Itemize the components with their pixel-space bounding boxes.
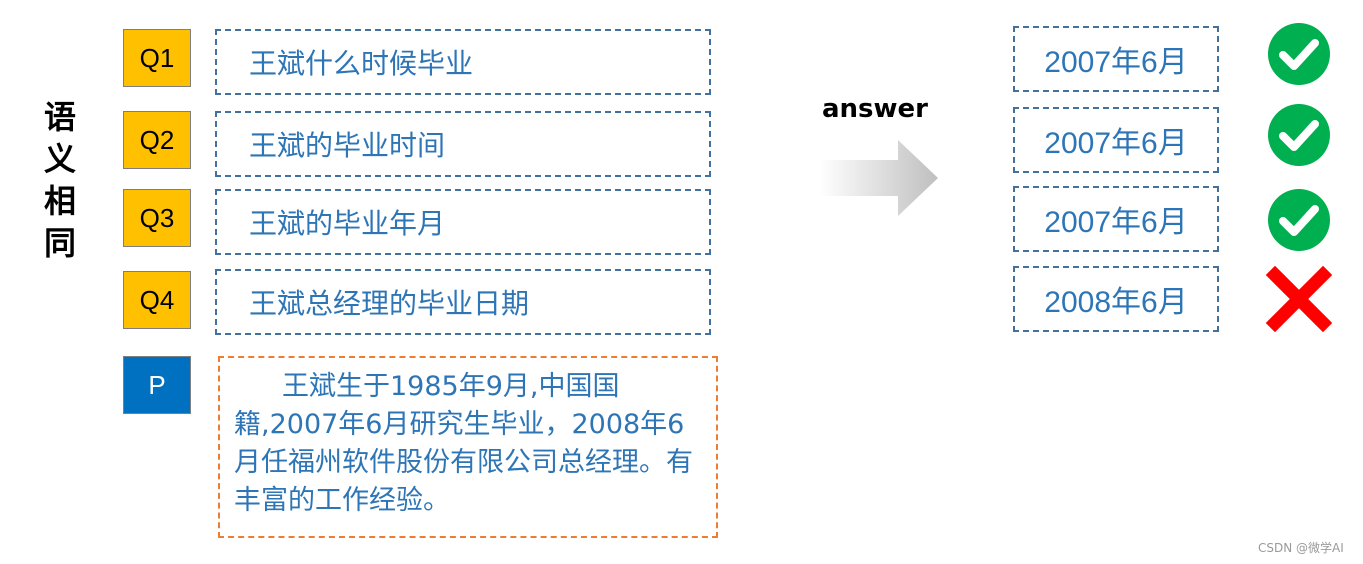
question-tag-q4: Q4	[123, 271, 191, 329]
watermark: CSDN @微学AI	[1258, 541, 1344, 555]
question-tag-q3: Q3	[123, 189, 191, 247]
question-box-q2: 王斌的毕业时间	[215, 111, 711, 177]
question-tag-q2: Q2	[123, 111, 191, 169]
side-label-char: 相	[43, 182, 76, 220]
question-box-q1: 王斌什么时候毕业	[215, 29, 711, 95]
side-label-char: 同	[43, 224, 76, 262]
question-tag-q1: Q1	[123, 29, 191, 87]
check-icon	[1268, 104, 1330, 166]
answer-box-4: 2008年6月	[1013, 266, 1219, 332]
passage-tag: P	[123, 356, 191, 414]
answer-box-3: 2007年6月	[1013, 186, 1219, 252]
passage-text: 王斌生于1985年9月,中国国籍,2007年6月研究生毕业，2008年6月任福州…	[234, 371, 693, 516]
question-box-q3: 王斌的毕业年月	[215, 189, 711, 255]
question-box-q4: 王斌总经理的毕业日期	[215, 269, 711, 335]
answer-label: answer	[822, 94, 929, 124]
passage-box: 王斌生于1985年9月,中国国籍,2007年6月研究生毕业，2008年6月任福州…	[218, 356, 718, 538]
answer-box-1: 2007年6月	[1013, 26, 1219, 92]
side-label-char: 义	[43, 140, 76, 178]
side-label-char: 语	[43, 98, 76, 136]
cross-icon	[1266, 266, 1332, 332]
right-arrow-icon	[820, 140, 938, 216]
side-label: 语 义 相 同	[38, 96, 82, 264]
check-icon	[1268, 189, 1330, 251]
check-icon	[1268, 23, 1330, 85]
answer-box-2: 2007年6月	[1013, 107, 1219, 173]
